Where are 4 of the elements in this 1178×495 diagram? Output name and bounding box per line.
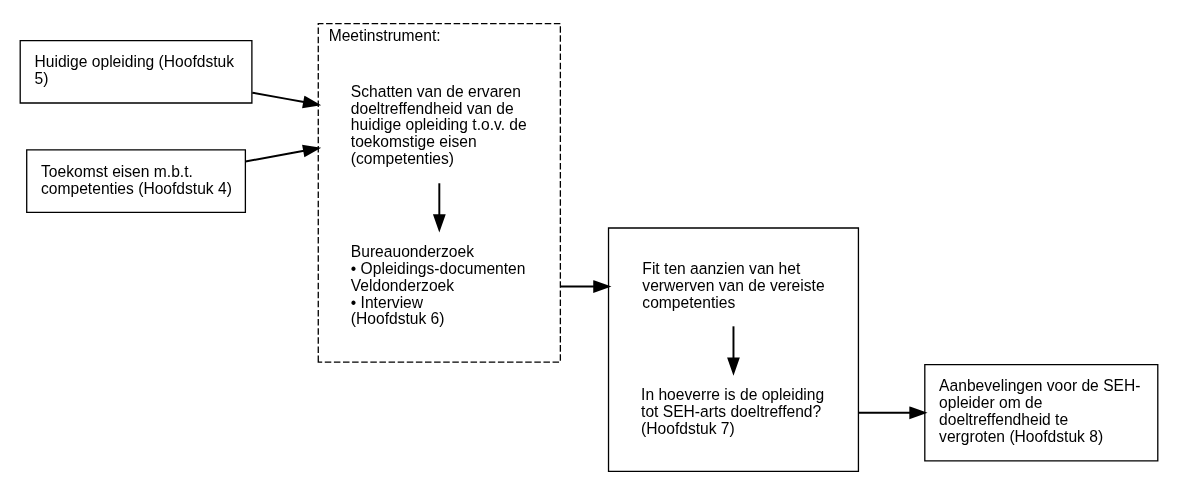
node-text: Bureauonderzoek • Opleidings-documenten Veldonderzoek • Interview (Hoofdstuk 6) bbox=[350, 242, 526, 328]
node-text: In hoeverre is de opleiding tot SEH-arts doeltreffend? (Hoofdstuk 7) bbox=[641, 385, 825, 437]
node-text: Fit ten aanzien van het verwerven van de vereiste competenties bbox=[642, 259, 825, 311]
node-text: Schatten van de ervaren doeltreffendheid van de huidige opleiding t.o.v. de toekomstige eisen (competenties) bbox=[350, 82, 527, 168]
